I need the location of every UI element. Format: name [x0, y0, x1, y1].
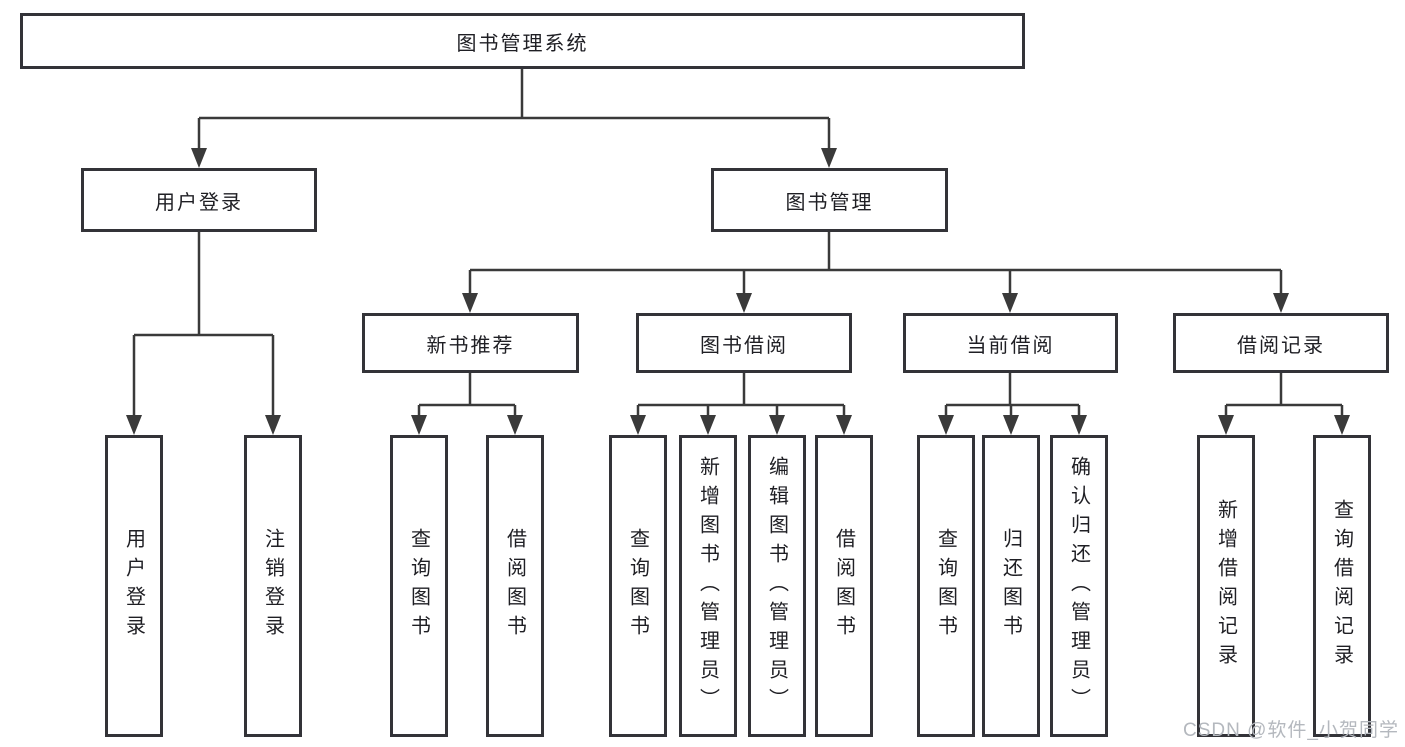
leaf-logout-label: 注销登录: [261, 528, 284, 644]
arrowhead-icon: [938, 415, 954, 435]
connector-current-borrow-branch: [944, 373, 1081, 417]
leaf-confirm-return-admin-label: 确认归还（管理员）: [1067, 455, 1090, 717]
connector-borrow-records-branch: [1224, 373, 1344, 417]
leaf-logout: 注销登录: [244, 435, 302, 737]
node-book-borrowing: 图书借阅: [636, 313, 852, 373]
arrowhead-icon: [1334, 415, 1350, 435]
leaf-return-book: 归还图书: [982, 435, 1040, 737]
node-borrowing-records-label: 借阅记录: [1237, 334, 1325, 357]
leaf-query-books-borrowing-label: 查询图书: [626, 528, 649, 644]
arrowhead-icon: [265, 415, 281, 435]
arrowhead-icon: [836, 415, 852, 435]
leaf-query-books-recommend: 查询图书: [390, 435, 448, 737]
arrowhead-icon: [1273, 293, 1289, 313]
arrowhead-icon: [462, 293, 478, 313]
leaf-user-login: 用户登录: [105, 435, 163, 737]
connector-book-mgmt-branch: [468, 232, 1283, 295]
csdn-watermark: CSDN @软件_小贺同学: [1183, 720, 1399, 741]
connector-new-book-branch: [417, 373, 517, 417]
arrowhead-icon: [1071, 415, 1087, 435]
leaf-query-books-current-label: 查询图书: [934, 528, 957, 644]
node-user-login-label: 用户登录: [155, 191, 243, 214]
node-current-borrowing: 当前借阅: [903, 313, 1118, 373]
connector-root-to-level2: [197, 69, 831, 150]
arrowhead-icon: [507, 415, 523, 435]
leaf-add-borrow-record: 新增借阅记录: [1197, 435, 1255, 737]
node-library-system-label: 图书管理系统: [456, 32, 589, 55]
node-book-management-label: 图书管理: [785, 191, 874, 214]
node-library-system: 图书管理系统: [20, 13, 1025, 69]
leaf-borrow-books-borrowing-label: 借阅图书: [832, 528, 855, 644]
leaf-add-book-admin: 新增图书（管理员）: [679, 435, 737, 737]
leaf-add-borrow-record-label: 新增借阅记录: [1214, 499, 1237, 673]
leaf-borrow-books-recommend: 借阅图书: [486, 435, 544, 737]
arrowhead-icon: [1003, 415, 1019, 435]
leaf-edit-book-admin: 编辑图书（管理员）: [748, 435, 806, 737]
arrowhead-icon: [411, 415, 427, 435]
arrowhead-icon: [191, 148, 207, 168]
node-borrowing-records: 借阅记录: [1173, 313, 1389, 373]
node-book-borrowing-label: 图书借阅: [700, 334, 788, 357]
node-new-book-recommend: 新书推荐: [362, 313, 579, 373]
leaf-add-book-admin-label: 新增图书（管理员）: [696, 455, 719, 717]
arrowhead-icon: [700, 415, 716, 435]
arrowhead-icon: [1218, 415, 1234, 435]
leaf-query-borrow-record-label: 查询借阅记录: [1330, 499, 1353, 673]
leaf-return-book-label: 归还图书: [999, 528, 1022, 644]
node-new-book-recommend-label: 新书推荐: [426, 334, 515, 357]
arrowhead-icon: [1002, 293, 1018, 313]
arrowhead-icon: [821, 148, 837, 168]
arrowhead-icon: [630, 415, 646, 435]
leaf-edit-book-admin-label: 编辑图书（管理员）: [765, 455, 788, 717]
leaf-borrow-books-recommend-label: 借阅图书: [503, 528, 526, 644]
node-current-borrowing-label: 当前借阅: [966, 334, 1055, 357]
leaf-query-books-borrowing: 查询图书: [609, 435, 667, 737]
arrowhead-icon: [126, 415, 142, 435]
leaf-query-books-current: 查询图书: [917, 435, 975, 737]
connector-user-login-branch: [132, 232, 275, 417]
connector-book-borrow-branch: [636, 373, 846, 417]
arrowhead-icon: [769, 415, 785, 435]
leaf-query-books-recommend-label: 查询图书: [407, 528, 430, 644]
leaf-confirm-return-admin: 确认归还（管理员）: [1050, 435, 1108, 737]
node-user-login: 用户登录: [81, 168, 317, 232]
leaf-user-login-label: 用户登录: [122, 528, 145, 644]
node-book-management: 图书管理: [711, 168, 948, 232]
leaf-query-borrow-record: 查询借阅记录: [1313, 435, 1371, 737]
arrowhead-icon: [736, 293, 752, 313]
leaf-borrow-books-borrowing: 借阅图书: [815, 435, 873, 737]
